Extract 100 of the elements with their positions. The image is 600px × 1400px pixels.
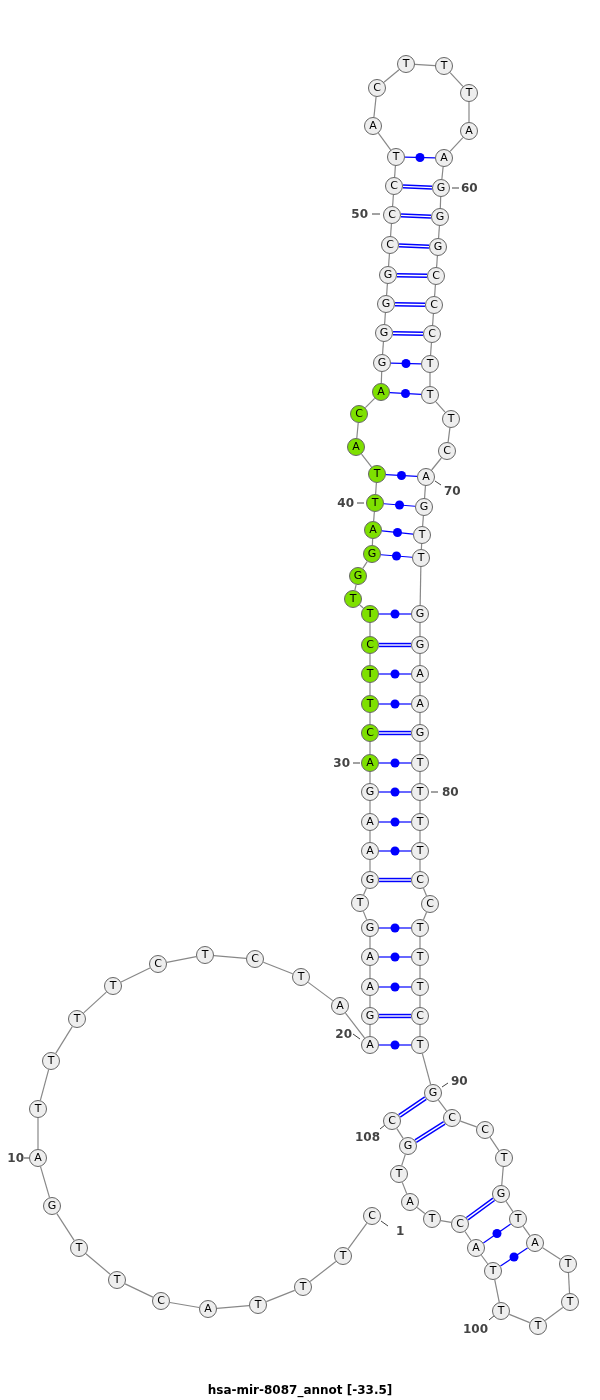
nucleotide-circle: A	[361, 813, 379, 831]
base-pair-line	[379, 1013, 411, 1019]
nucleotide-circle: T	[495, 1149, 513, 1167]
backbone-line	[419, 622, 421, 637]
nucleotide-circle: C	[451, 1215, 469, 1233]
base-pair-line	[499, 1247, 529, 1267]
base-pair-line	[378, 703, 412, 705]
nucleotide-circle: T	[442, 410, 460, 428]
base-pair-line	[404, 156, 436, 159]
base-pair-line	[400, 213, 432, 219]
nucleotide-circle: C	[149, 955, 167, 973]
base-pair-line	[380, 554, 413, 558]
base-pair-line	[390, 362, 422, 365]
backbone-line	[216, 1305, 250, 1309]
backbone-line	[356, 422, 359, 439]
base-pair-line	[378, 927, 412, 929]
nucleotide-circle: T	[423, 1210, 441, 1228]
base-pair-line	[378, 762, 412, 764]
backbone-line	[449, 72, 464, 87]
nucleotide-circle: C	[421, 895, 439, 913]
nucleotide-circle: G	[379, 266, 397, 284]
base-pair-line	[465, 1197, 496, 1221]
base-pair-line	[378, 821, 412, 823]
nucleotide-circle: T	[292, 968, 310, 986]
nucleotide-circle: T	[29, 1100, 47, 1118]
backbone-line	[421, 1053, 432, 1085]
base-pair-line	[378, 850, 412, 852]
backbone-line	[362, 561, 368, 569]
backbone-line	[37, 1117, 39, 1150]
position-number: 40	[337, 496, 354, 510]
backbone-line	[480, 1254, 489, 1265]
backbone-line	[392, 194, 394, 207]
nucleotide-circle: A	[29, 1149, 47, 1167]
base-pair-line	[394, 302, 426, 307]
backbone-line	[508, 1313, 531, 1324]
nucleotide-circle: A	[361, 754, 379, 772]
backbone-line	[422, 515, 424, 527]
nucleotide-circle: G	[411, 724, 429, 742]
backbone-line	[369, 936, 371, 949]
base-pair-line	[381, 530, 414, 535]
nucleotide-circle: C	[425, 296, 443, 314]
base-pair-line	[385, 473, 418, 478]
base-pair-line	[378, 673, 412, 675]
backbone-line	[382, 341, 384, 355]
nucleotide-circle: A	[361, 1036, 379, 1054]
backbone-line	[347, 1222, 368, 1250]
nucleotide-circle: A	[372, 383, 390, 401]
nucleotide-circle: C	[350, 405, 368, 423]
backbone-line	[401, 1153, 406, 1167]
backbone-line	[419, 965, 421, 979]
nucleotide-circle: C	[381, 236, 399, 254]
nucleotide-circle: A	[331, 997, 349, 1015]
backbone-line	[419, 682, 421, 696]
nucleotide-circle: T	[361, 605, 379, 623]
backbone-line	[419, 936, 421, 949]
nucleotide-circle: T	[435, 57, 453, 75]
backbone-line	[213, 955, 247, 959]
backbone-line	[429, 372, 431, 387]
position-number: 20	[335, 1027, 352, 1041]
nucleotide-circle: T	[42, 1052, 60, 1070]
backbone-line	[56, 1212, 75, 1242]
base-pair-line	[383, 503, 416, 507]
nucleotide-circle: C	[427, 267, 445, 285]
nucleotide-circle: T	[412, 549, 430, 567]
position-number: 100	[462, 1322, 488, 1336]
backbone-line	[567, 1272, 571, 1294]
nucleotide-circle: C	[476, 1121, 494, 1139]
nucleotide-circle: G	[43, 1197, 61, 1215]
base-pair-line	[378, 956, 412, 958]
backbone-line	[424, 485, 426, 499]
backbone-line	[459, 1120, 478, 1128]
backbone-line	[360, 453, 373, 468]
backbone-line	[396, 1128, 404, 1139]
backbone-line	[438, 225, 440, 239]
nucleotide-circle: G	[373, 354, 391, 372]
backbone-line	[384, 312, 386, 325]
backbone-line	[522, 1225, 531, 1237]
position-number: 30	[333, 756, 350, 770]
nucleotide-circle: C	[152, 1292, 170, 1310]
nucleotide-circle: G	[424, 1084, 442, 1102]
backbone-line	[422, 887, 428, 897]
backbone-line	[369, 1024, 371, 1037]
nucleotide-circle: G	[349, 567, 367, 585]
nucleotide-circle: T	[68, 1010, 86, 1028]
nucleotide-circle: T	[351, 894, 369, 912]
nucleotide-circle: T	[460, 84, 478, 102]
backbone-line	[309, 1260, 337, 1283]
backbone-line	[369, 965, 371, 979]
nucleotide-circle: G	[361, 1007, 379, 1025]
nucleotide-circle: G	[363, 545, 381, 563]
base-pair-line	[392, 331, 424, 336]
backbone-line	[359, 604, 364, 609]
nucleotide-circle: T	[484, 1262, 502, 1280]
backbone-line	[375, 482, 377, 495]
nucleotide-circle: A	[364, 117, 382, 135]
backbone-line	[414, 63, 436, 67]
backbone-line	[494, 1279, 500, 1303]
backbone-line	[369, 712, 371, 725]
backbone-line	[430, 342, 432, 356]
nucleotide-circle: A	[364, 521, 382, 539]
